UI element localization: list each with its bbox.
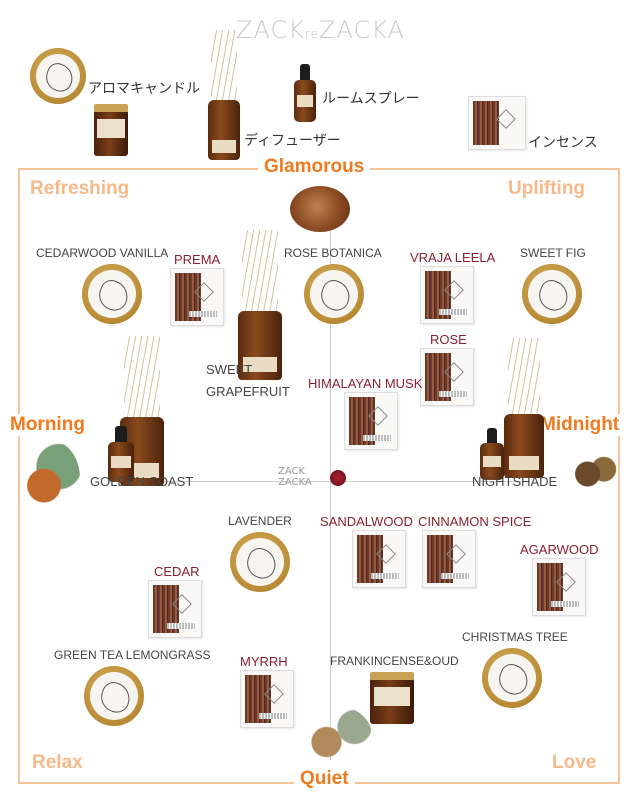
- corner-label-bottom-left: Relax: [32, 752, 83, 773]
- product-nightshade-label: NIGHTSHADE: [472, 474, 558, 489]
- diffuser-category-image: [208, 30, 240, 160]
- axis-label-top: Glamorous: [258, 156, 371, 178]
- center-logo-line2: ZACKA: [278, 477, 312, 488]
- product-vraja-leela-box: [420, 266, 474, 324]
- product-rose-box: [420, 348, 474, 406]
- corner-label-top-left: Refreshing: [30, 178, 130, 199]
- candle-tin-image: [30, 48, 86, 104]
- product-sweet-fig-label: SWEET FIG: [520, 246, 586, 260]
- product-rose-label: ROSE: [430, 332, 467, 347]
- product-sweet-grapefruit-diffuser: [238, 230, 282, 380]
- product-cedar-box: [148, 580, 202, 638]
- spray-category-image: [294, 64, 316, 122]
- axis-label-left: Morning: [4, 414, 91, 436]
- corner-label-bottom-right: Love: [552, 752, 597, 773]
- logo-mid: re: [304, 27, 319, 41]
- product-prema-box: [170, 268, 224, 326]
- brand-logo: ZACKreZACKA: [236, 16, 405, 44]
- product-lavender-label: LAVENDER: [228, 514, 292, 528]
- logo-right: ZACKA: [319, 16, 405, 44]
- product-golden-coast-spray: [108, 426, 134, 482]
- product-agarwood-label: AGARWOOD: [520, 542, 599, 557]
- product-lavender-tin: [230, 532, 290, 592]
- category-spray: ルームスプレー: [322, 91, 420, 107]
- product-christmas-tree-tin: [482, 648, 542, 708]
- product-agarwood-box: [532, 558, 586, 616]
- product-sweet-grapefruit-label-2: GRAPEFRUIT: [206, 384, 290, 399]
- product-myrrh-label: MYRRH: [240, 654, 288, 669]
- product-cedar-label: CEDAR: [154, 564, 200, 579]
- corner-label-top-right: Uplifting: [508, 178, 586, 199]
- product-himalayan-musk-box: [344, 392, 398, 450]
- logo-left: ZACK: [236, 16, 305, 44]
- center-logo-line1: ZACK: [278, 466, 306, 477]
- dried-pods-decoration: [566, 450, 620, 498]
- product-rose-botanica-tin: [304, 264, 364, 324]
- product-cinnamon-spice-box: [422, 530, 476, 588]
- center-logo: ZACK ZACKA: [278, 466, 312, 488]
- product-vraja-leela-label: VRAJA LEELA: [410, 250, 496, 265]
- category-candle: アロマキャンドル: [88, 81, 200, 97]
- product-green-tea-lemongrass-tin: [84, 666, 144, 726]
- product-christmas-tree-label: CHRISTMAS TREE: [462, 630, 568, 644]
- center-rose-icon: [330, 470, 346, 486]
- product-frankincense-oud-jar: [370, 672, 414, 724]
- product-myrrh-box: [240, 670, 294, 728]
- product-sandalwood-box: [352, 530, 406, 588]
- horizontal-axis: [110, 481, 530, 482]
- category-incense: インセンス: [528, 135, 598, 151]
- orange-eucalyptus-decoration: [20, 440, 80, 516]
- axis-label-right: Midnight: [534, 414, 626, 436]
- product-himalayan-musk-label: HIMALAYAN MUSK: [308, 376, 423, 391]
- product-green-tea-lemongrass-label: GREEN TEA LEMONGRASS: [54, 648, 211, 662]
- product-rose-botanica-label: ROSE BOTANICA: [284, 246, 382, 260]
- candle-jar-image: [94, 104, 128, 156]
- dried-rose-decoration: [290, 186, 350, 232]
- axis-label-bottom: Quiet: [294, 768, 355, 790]
- product-sandalwood-label: SANDALWOOD: [320, 514, 413, 529]
- category-diffuser: ディフューザー: [244, 133, 341, 149]
- product-nightshade-diffuser: [504, 338, 544, 478]
- incense-category-image: [468, 96, 526, 150]
- product-frankincense-oud-label: FRANKINCENSE&OUD: [330, 654, 459, 668]
- product-sweet-fig-tin: [522, 264, 582, 324]
- product-cinnamon-spice-label: CINNAMON SPICE: [418, 514, 532, 529]
- product-prema-label: PREMA: [174, 252, 221, 267]
- product-cedarwood-vanilla-tin: [82, 264, 142, 324]
- product-sweet-grapefruit-label-1: SWEET: [206, 362, 253, 377]
- product-golden-coast-label: GOLDEN COAST: [90, 474, 194, 489]
- succulent-decoration: [302, 706, 372, 766]
- product-cedarwood-vanilla-label: CEDARWOOD VANILLA: [36, 246, 169, 260]
- product-nightshade-spray: [480, 428, 504, 480]
